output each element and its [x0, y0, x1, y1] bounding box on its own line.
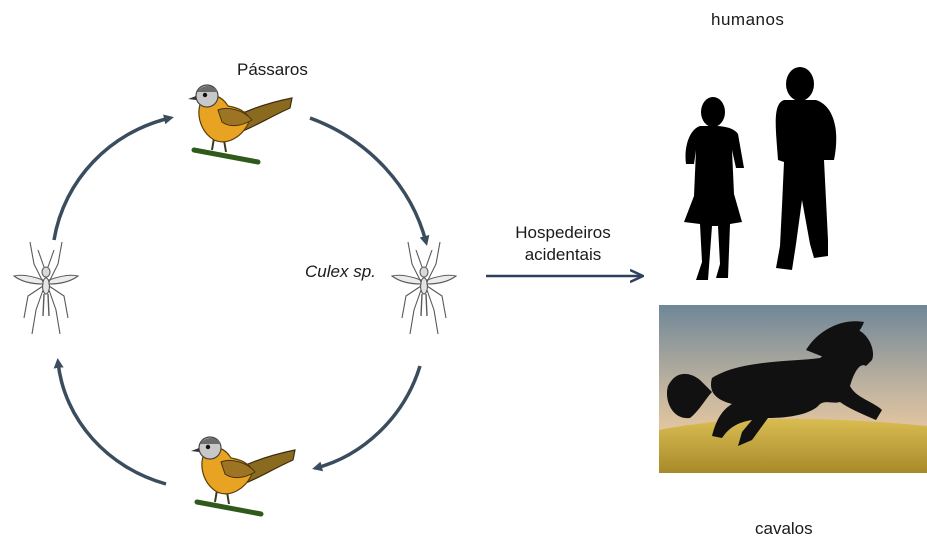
mosquito-species-label: Culex sp.	[305, 262, 376, 282]
birds-label: Pássaros	[237, 60, 308, 80]
mosquito-genus-text: Culex	[305, 262, 348, 281]
cycle-arrow-top-left	[54, 118, 170, 240]
accidental-hosts-label: Hospedeiros acidentais	[478, 222, 648, 266]
hosts-label-line1: Hospedeiros	[478, 222, 648, 244]
mosquito-suffix-text: sp.	[348, 262, 375, 281]
horses-label: cavalos	[755, 519, 813, 539]
cycle-arrow-top-right	[310, 118, 426, 242]
cycle-arrow-bottom-left	[58, 362, 166, 484]
bird-icon	[188, 85, 292, 162]
hosts-label-line2: acidentais	[478, 244, 648, 266]
bird-icon	[191, 437, 295, 514]
human-silhouette-icon	[684, 97, 744, 280]
mosquito-icon	[14, 242, 78, 334]
human-silhouette-icon	[776, 67, 837, 270]
humans-label: humanos	[711, 10, 784, 30]
mosquito-icon	[392, 242, 456, 334]
cycle-arrow-bottom-right	[316, 366, 420, 468]
horse-photo	[659, 305, 927, 473]
